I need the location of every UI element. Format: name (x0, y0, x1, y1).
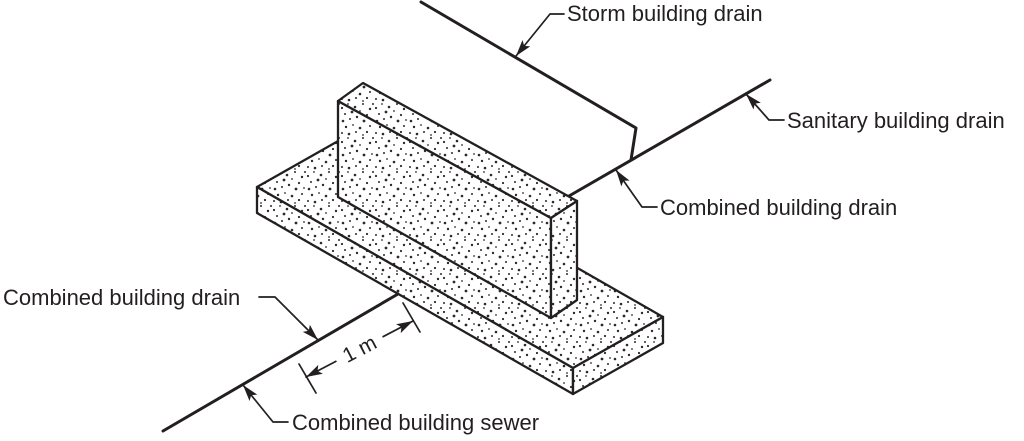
dimension-tick-right (402, 302, 421, 333)
leader-line (515, 13, 565, 57)
leader-line (242, 384, 289, 423)
annotation-storm-drain: Storm building drain (512, 1, 763, 60)
dimension-label-group: 1 m (331, 327, 388, 370)
storm-drain-pipe (419, 0, 638, 162)
dimension-arrow-left (303, 364, 323, 382)
combined-drain-upper-label: Combined building drain (660, 195, 897, 220)
storm-drain-label: Storm building drain (567, 1, 763, 26)
annotation-combined-sewer: Combined building sewer (239, 381, 539, 435)
building-wall (336, 81, 579, 320)
combined-drain-lower-label: Combined building drain (3, 285, 240, 310)
pipes (161, 0, 772, 433)
leader-line (615, 169, 658, 208)
annotation-combined-drain-upper: Combined building drain (611, 167, 897, 220)
annotation-sanitary-drain: Sanitary building drain (742, 90, 1005, 133)
combined-drain-sewer-pipe (161, 292, 400, 433)
combined-sewer-label: Combined building sewer (292, 410, 539, 435)
dimension-tick-left (298, 363, 317, 394)
wall-end-face (549, 199, 579, 320)
sanitary-combined-drain-pipe (567, 78, 772, 198)
sanitary-drain-label: Sanitary building drain (787, 108, 1005, 133)
slab-end-face (571, 315, 665, 396)
dimension-label-mask (331, 327, 388, 370)
annotation-combined-drain-lower: Combined building drain (3, 285, 322, 344)
leader-line (258, 296, 319, 341)
